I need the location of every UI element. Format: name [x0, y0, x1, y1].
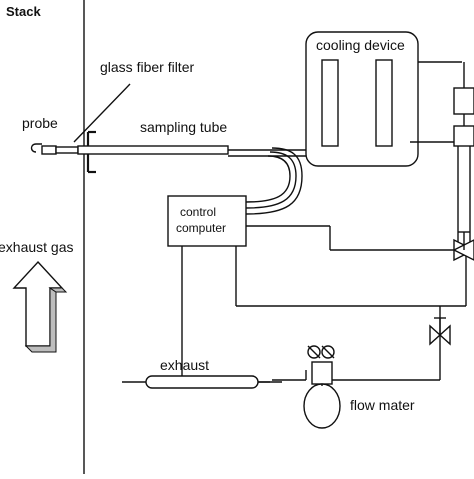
exhaust-gas-label: exhaust gas: [0, 239, 74, 255]
sampling-tube-label: sampling tube: [140, 119, 227, 135]
control-wires: [245, 147, 303, 215]
sampling-tube: [77, 145, 310, 157]
up-arrow-icon: [12, 260, 68, 353]
valve-icon: [452, 231, 474, 262]
flow-mater-label: flow mater: [350, 397, 415, 413]
exhaust-tube: [122, 375, 270, 389]
control-computer-label-line2: computer: [176, 221, 226, 235]
piping: [181, 225, 467, 383]
stack-label: Stack: [6, 4, 41, 19]
glass-fiber-filter-label: glass fiber filter: [100, 59, 194, 75]
exhaust-label: exhaust: [160, 357, 209, 373]
cooling-device-label: cooling device: [316, 37, 405, 53]
control-computer-label-line1: control: [180, 205, 216, 219]
filter-leader-line: [73, 83, 131, 143]
cooling-device: [305, 31, 419, 167]
condenser-icon: [410, 61, 474, 250]
control-computer: [167, 195, 247, 247]
probe-label: probe: [22, 115, 58, 131]
flow-meter-icon: [303, 345, 341, 429]
valve-icon-lower: [429, 317, 451, 346]
probe: [30, 143, 79, 155]
